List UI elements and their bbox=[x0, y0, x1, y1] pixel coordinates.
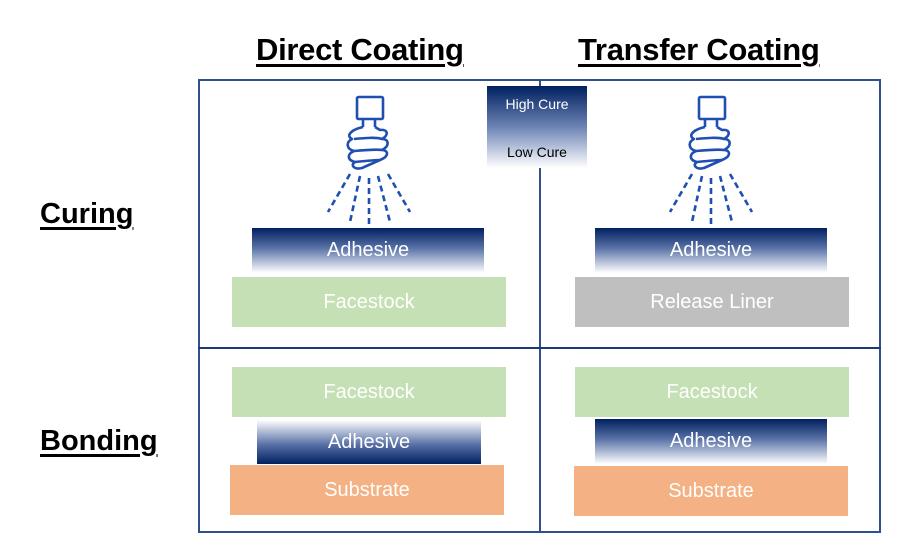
grid-border-left bbox=[198, 79, 200, 533]
column-header-transfer-coating: Transfer Coating bbox=[578, 32, 820, 67]
cure-level-legend: High Cure Low Cure bbox=[487, 86, 587, 168]
substrate-layer: Substrate bbox=[230, 465, 504, 515]
legend-high-cure: High Cure bbox=[505, 96, 569, 112]
grid-border-right bbox=[879, 79, 881, 533]
release-liner-layer: Release Liner bbox=[575, 277, 849, 327]
substrate-layer: Substrate bbox=[574, 466, 848, 516]
adhesive-layer: Adhesive bbox=[595, 228, 827, 273]
row-header-bonding: Bonding bbox=[40, 425, 158, 457]
grid-divider-horizontal bbox=[198, 347, 881, 349]
facestock-layer: Facestock bbox=[232, 367, 506, 417]
column-header-direct-coating: Direct Coating bbox=[256, 32, 464, 67]
uv-lamp-icon bbox=[668, 95, 754, 224]
adhesive-layer: Adhesive bbox=[595, 419, 827, 464]
adhesive-layer: Adhesive bbox=[257, 420, 481, 464]
adhesive-layer: Adhesive bbox=[252, 228, 484, 273]
legend-low-cure: Low Cure bbox=[507, 144, 567, 160]
facestock-layer: Facestock bbox=[232, 277, 506, 327]
uv-lamp-icon bbox=[326, 95, 412, 224]
facestock-layer: Facestock bbox=[575, 367, 849, 417]
grid-divider-vertical bbox=[539, 79, 541, 533]
row-header-curing: Curing bbox=[40, 198, 134, 230]
